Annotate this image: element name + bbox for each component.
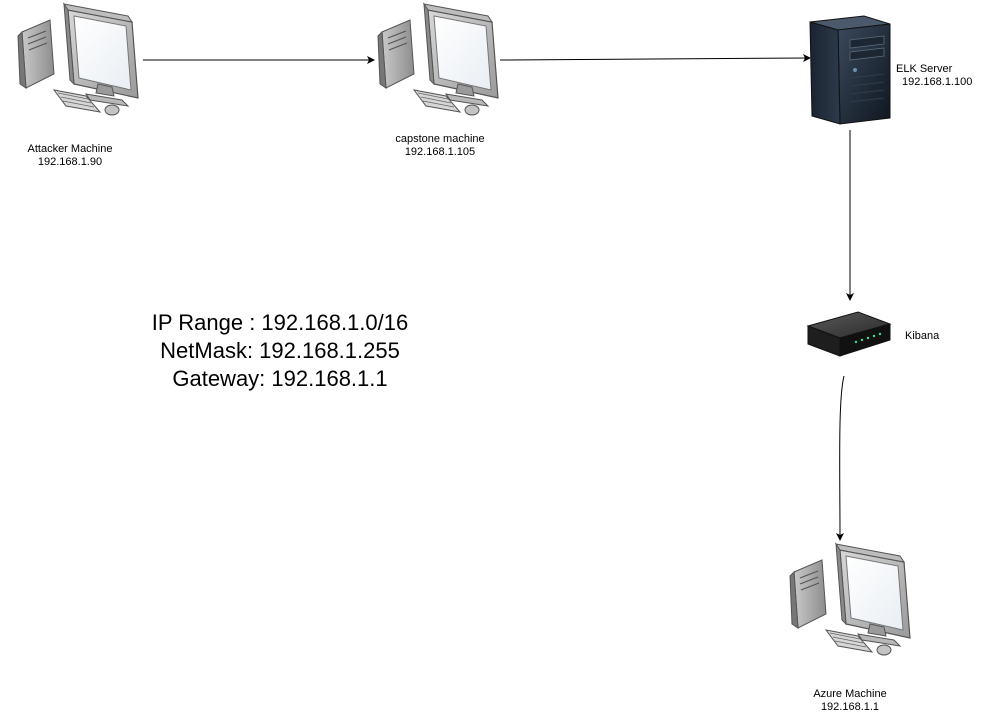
tower-server-icon[interactable] <box>809 15 891 125</box>
desktop-computer-icon[interactable] <box>789 543 911 656</box>
attacker-machine-label: Attacker Machine 192.168.1.90 <box>10 143 130 169</box>
edge-capstone-to-elk <box>499 54 811 63</box>
node-ip: 192.168.1.90 <box>37 156 103 168</box>
network-switch-icon[interactable] <box>806 311 892 357</box>
node-name: Attacker Machine <box>27 143 113 155</box>
ip-range-text: IP Range : 192.168.1.0/16 <box>151 310 409 335</box>
node-name: ELK Server <box>896 63 953 75</box>
netmask-text: NetMask: 192.168.1.255 <box>160 338 400 363</box>
node-ip: 192.168.1.105 <box>404 146 476 158</box>
kibana-label: Kibana <box>905 330 939 343</box>
node-name: Azure Machine <box>813 688 887 700</box>
elk-server-label: ELK Server 192.168.1.100 <box>880 63 991 89</box>
capstone-machine-label: capstone machine 192.168.1.105 <box>380 133 500 159</box>
desktop-computer-icon[interactable] <box>17 3 139 116</box>
node-ip: 192.168.1.100 <box>902 76 973 88</box>
gateway-text: Gateway: 192.168.1.1 <box>172 366 388 391</box>
network-info-text: IP Range : 192.168.1.0/16 NetMask: 192.1… <box>120 309 440 393</box>
edge-kibana-to-azure <box>835 375 845 541</box>
node-ip: 192.168.1.1 <box>820 701 880 713</box>
desktop-computer-icon[interactable] <box>377 3 499 116</box>
node-name: capstone machine <box>395 133 485 145</box>
node-name: Kibana <box>905 330 940 342</box>
azure-machine-label: Azure Machine 192.168.1.1 <box>790 688 910 714</box>
